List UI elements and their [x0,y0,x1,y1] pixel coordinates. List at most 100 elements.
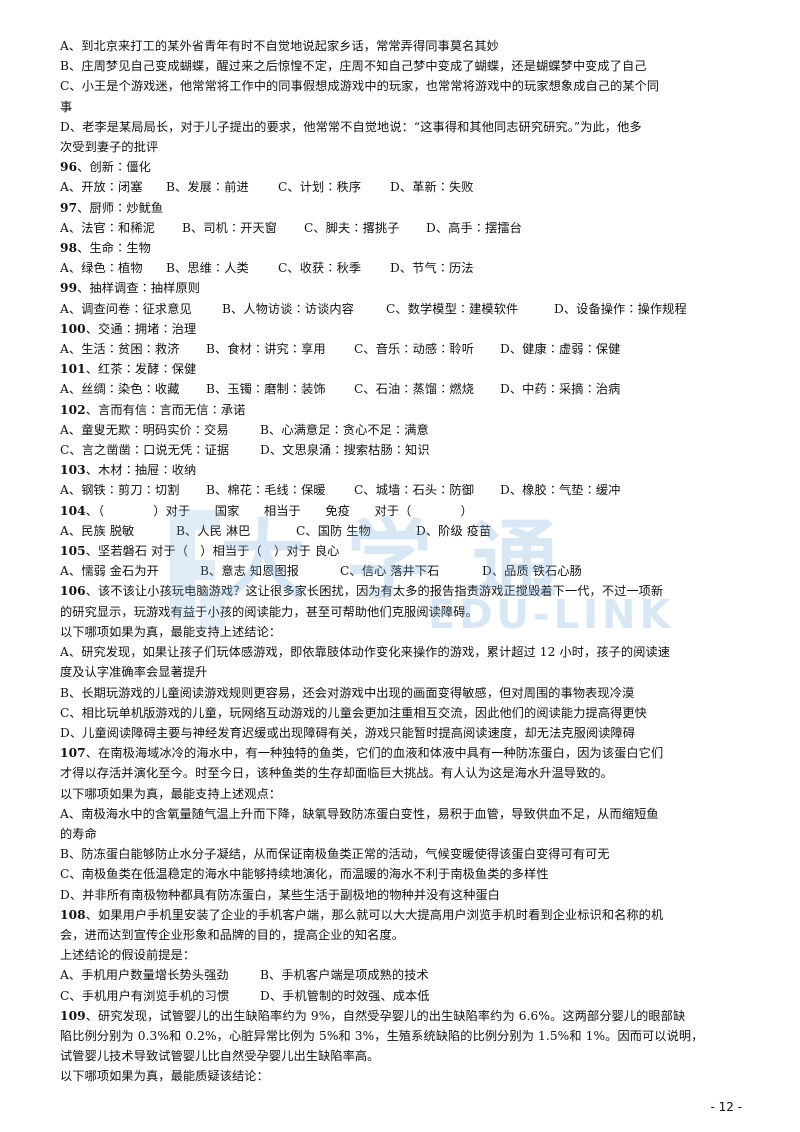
text-line: 才得以存活并演化至今。时至今日，该种鱼类的生存却面临巨大挑战。有人认为这是海水升… [60,763,750,783]
line-text: 、（ ）对于 国家 相当于 免疫 对于（ ） [85,503,473,518]
line-text: 、如果用户手机里安装了企业的手机客户端，那么就可以大大提高用户浏览手机时看到企业… [85,907,664,922]
line-text: 会，进而达到宣传企业形象和品牌的目的，提高企业的知名度。 [60,927,405,942]
line-text: 的研究显示，玩游戏有益于小孩的阅读能力，甚至可帮助他们克服阅读障碍。 [60,604,478,619]
line-text: 、红茶∶发酵∶保健 [85,362,197,377]
line-text: 、厨师∶炒鱿鱼 [77,200,164,215]
text-line: 度及认字准确率会显著提升 [60,662,750,682]
text-line: B、庄周梦见自己变成蝴蝶，醒过来之后惊惶不定，庄周不知自己梦中变成了蝴蝶，还是蝴… [60,56,750,76]
line-text: 次受到妻子的批评 [60,140,159,155]
question-number: 96 [60,160,78,175]
line-text: 、在南极海域冰冷的海水中，有一种独特的鱼类，它们的血液和体液中具有一种防冻蛋白，… [85,746,664,761]
question-stem: 99、抽样调查∶抽样原则 [60,278,750,298]
question-number: 108 [60,907,86,922]
line-text: 以下哪项如果为真，最能支持上述结论： [60,624,282,639]
question-stem: 102、言而有信∶言而无信∶承诺 [60,400,750,420]
answer-option: D、中药∶采摘∶治病 [500,382,621,397]
text-line: D、儿童阅读障碍主要与神经发育迟缓或出现障碍有关，游戏只能暂时提高阅读速度，却无… [60,723,750,743]
text-line: 以下哪项如果为真，最能支持上述观点： [60,784,750,804]
question-stem: 109、研究发现，试管婴儿的出生缺陷率约为 9%，自然受孕婴儿的出生缺陷率约为 … [60,1006,750,1026]
answer-option: D、阶级 疫苗 [416,523,492,538]
answer-option: A、手机用户数量增长势头强劲 [60,968,229,983]
text-line: D、老李是某局局长，对于儿子提出的要求，他常常不自觉地说：“这事得和其他同志研究… [60,117,750,137]
answer-option: B、手机客户端是项成熟的技术 [260,968,429,983]
question-stem: 105、坚若磐石 对于（ ）相当于（ ）对于 良心 [60,541,750,561]
question-stem: 96、创新∶僵化 [60,157,750,177]
question-number: 102 [60,402,86,417]
question-stem: 97、厨师∶炒鱿鱼 [60,198,750,218]
answer-option: A、懦弱 金石为开 [60,564,159,579]
text-line: 事 [60,97,750,117]
line-text: A、到北京来打工的某外省青年有时不自觉地说起家乡话，常常弄得同事莫名其妙 [60,39,499,53]
line-text: 、坚若磐石 对于（ ）相当于（ ）对于 良心 [85,544,340,559]
question-number: 100 [60,321,86,336]
line-text: D、老李是某局局长，对于儿子提出的要求，他常常不自觉地说：“这事得和其他同志研究… [60,119,642,134]
text-line: 上述结论的假设前提是： [60,945,750,965]
question-stem: 108、如果用户手机里安装了企业的手机客户端，那么就可以大大提高用户浏览手机时看… [60,905,750,925]
text-line: 试管婴儿技术导致试管婴儿比自然受孕婴儿出生缺陷率高。 [60,1046,750,1066]
document-body: A、到北京来打工的某外省青年有时不自觉地说起家乡话，常常弄得同事莫名其妙 B、庄周… [60,36,750,1087]
answer-option: D、健康∶虚弱∶保健 [500,342,621,357]
text-line: A、南极海水中的含氧量随气温上升而下降，缺氧导致防冻蛋白变性，易积于血管，导致供… [60,804,750,824]
line-text: 的寿命 [60,826,97,841]
answer-option: C、城墙∶石头∶防御 [354,483,475,498]
answer-option: B、心满意足∶贪心不足∶满意 [260,422,429,437]
answer-option: B、棉花∶毛线∶保暖 [206,483,326,498]
answer-option: D、高手∶摆擂台 [426,220,522,235]
text-line: B、长期玩游戏的儿童阅读游戏规则更容易，还会对游戏中出现的画面变得敏感，但对周围… [60,683,750,703]
option-row: A、法官∶和稀泥 B、司机∶开天窗 C、脚夫∶撂挑子 D、高手∶摆擂台 [60,218,750,238]
line-text: A、南极海水中的含氧量随气温上升而下降，缺氧导致防冻蛋白变性，易积于血管，导致供… [60,806,659,821]
answer-option: B、发展∶前进 [166,180,249,195]
answer-option: C、收获∶秋季 [278,261,362,276]
question-number: 105 [60,544,86,559]
option-row: A、手机用户数量增长势头强劲 B、手机客户端是项成熟的技术 [60,965,750,985]
line-text: 、生命∶生物 [77,241,151,256]
question-number: 103 [60,463,86,478]
answer-option: A、丝绸∶染色∶收藏 [60,382,180,397]
line-text: B、防冻蛋白能够防止水分子凝结，从而保证南极鱼类正常的活动，气候变暖使得该蛋白变… [60,847,610,862]
answer-option: A、开放∶闭塞 [60,180,143,195]
question-number: 98 [60,241,78,256]
line-text: C、相比玩单机版游戏的儿童，玩网络互动游戏的儿童会更加注重相互交流，因此他们的阅… [60,705,647,720]
answer-option: C、言之凿凿∶口说无凭∶证据 [60,443,230,458]
text-line: A、到北京来打工的某外省青年有时不自觉地说起家乡话，常常弄得同事莫名其妙 [60,36,750,56]
line-text: 以下哪项如果为真，最能质疑该结论： [60,1069,269,1084]
text-line: 以下哪项如果为真，最能质疑该结论： [60,1066,750,1086]
answer-option: B、食材∶讲究∶享用 [206,342,326,357]
question-stem: 107、在南极海域冰冷的海水中，有一种独特的鱼类，它们的血液和体液中具有一种防冻… [60,743,750,763]
answer-option: C、脚夫∶撂挑子 [304,220,400,235]
answer-option: A、钢铁∶剪刀∶切割 [60,483,180,498]
answer-option: A、民族 脱敏 [60,523,135,538]
answer-option: B、人民 淋巴 [176,523,251,538]
line-text: 以下哪项如果为真，最能支持上述观点： [60,786,282,801]
answer-option: C、音乐∶动感∶聆听 [354,342,475,357]
line-text: 、该不该让小孩玩电脑游戏？这让很多家长困扰，因为有太多的报告指责游戏正搅毁着下一… [85,584,664,599]
answer-option: B、司机∶开天窗 [182,220,278,235]
line-text: 才得以存活并演化至今。时至今日，该种鱼类的生存却面临巨大挑战。有人认为这是海水升… [60,766,613,781]
line-text: 度及认字准确率会显著提升 [60,665,208,680]
question-number: 99 [60,281,78,296]
answer-option: C、信心 落井下石 [340,564,440,579]
answer-option: A、法官∶和稀泥 [60,220,155,235]
answer-option: A、调查问卷∶征求意见 [60,301,192,316]
answer-option: A、童叟无欺∶明码实价∶交易 [60,422,229,437]
answer-option: C、数学模型∶建模软件 [386,301,519,316]
answer-option: D、品质 铁石心肠 [482,564,582,579]
line-text: C、南极鱼类在低温稳定的海水中能够持续地演化，而温暖的海水不利于南极鱼类的多样性 [60,867,549,882]
answer-option: B、玉镯∶磨制∶装饰 [206,382,326,397]
line-text: 、木材∶抽屉∶收纳 [85,463,197,478]
page-number: - 12 - [710,1100,742,1114]
line-text: C、小王是个游戏迷，他常常将工作中的同事假想成游戏中的玩家，也常常将游戏中的玩家… [60,79,660,94]
line-text: 、言而有信∶言而无信∶承诺 [85,402,246,417]
question-number: 104 [60,503,86,518]
question-stem: 100、交通∶拥堵∶治理 [60,319,750,339]
line-text: D、儿童阅读障碍主要与神经发育迟缓或出现障碍有关，游戏只能暂时提高阅读速度，却无… [60,725,636,740]
answer-option: A、绿色∶植物 [60,261,143,276]
answer-option: B、人物访谈∶访谈内容 [222,301,354,316]
